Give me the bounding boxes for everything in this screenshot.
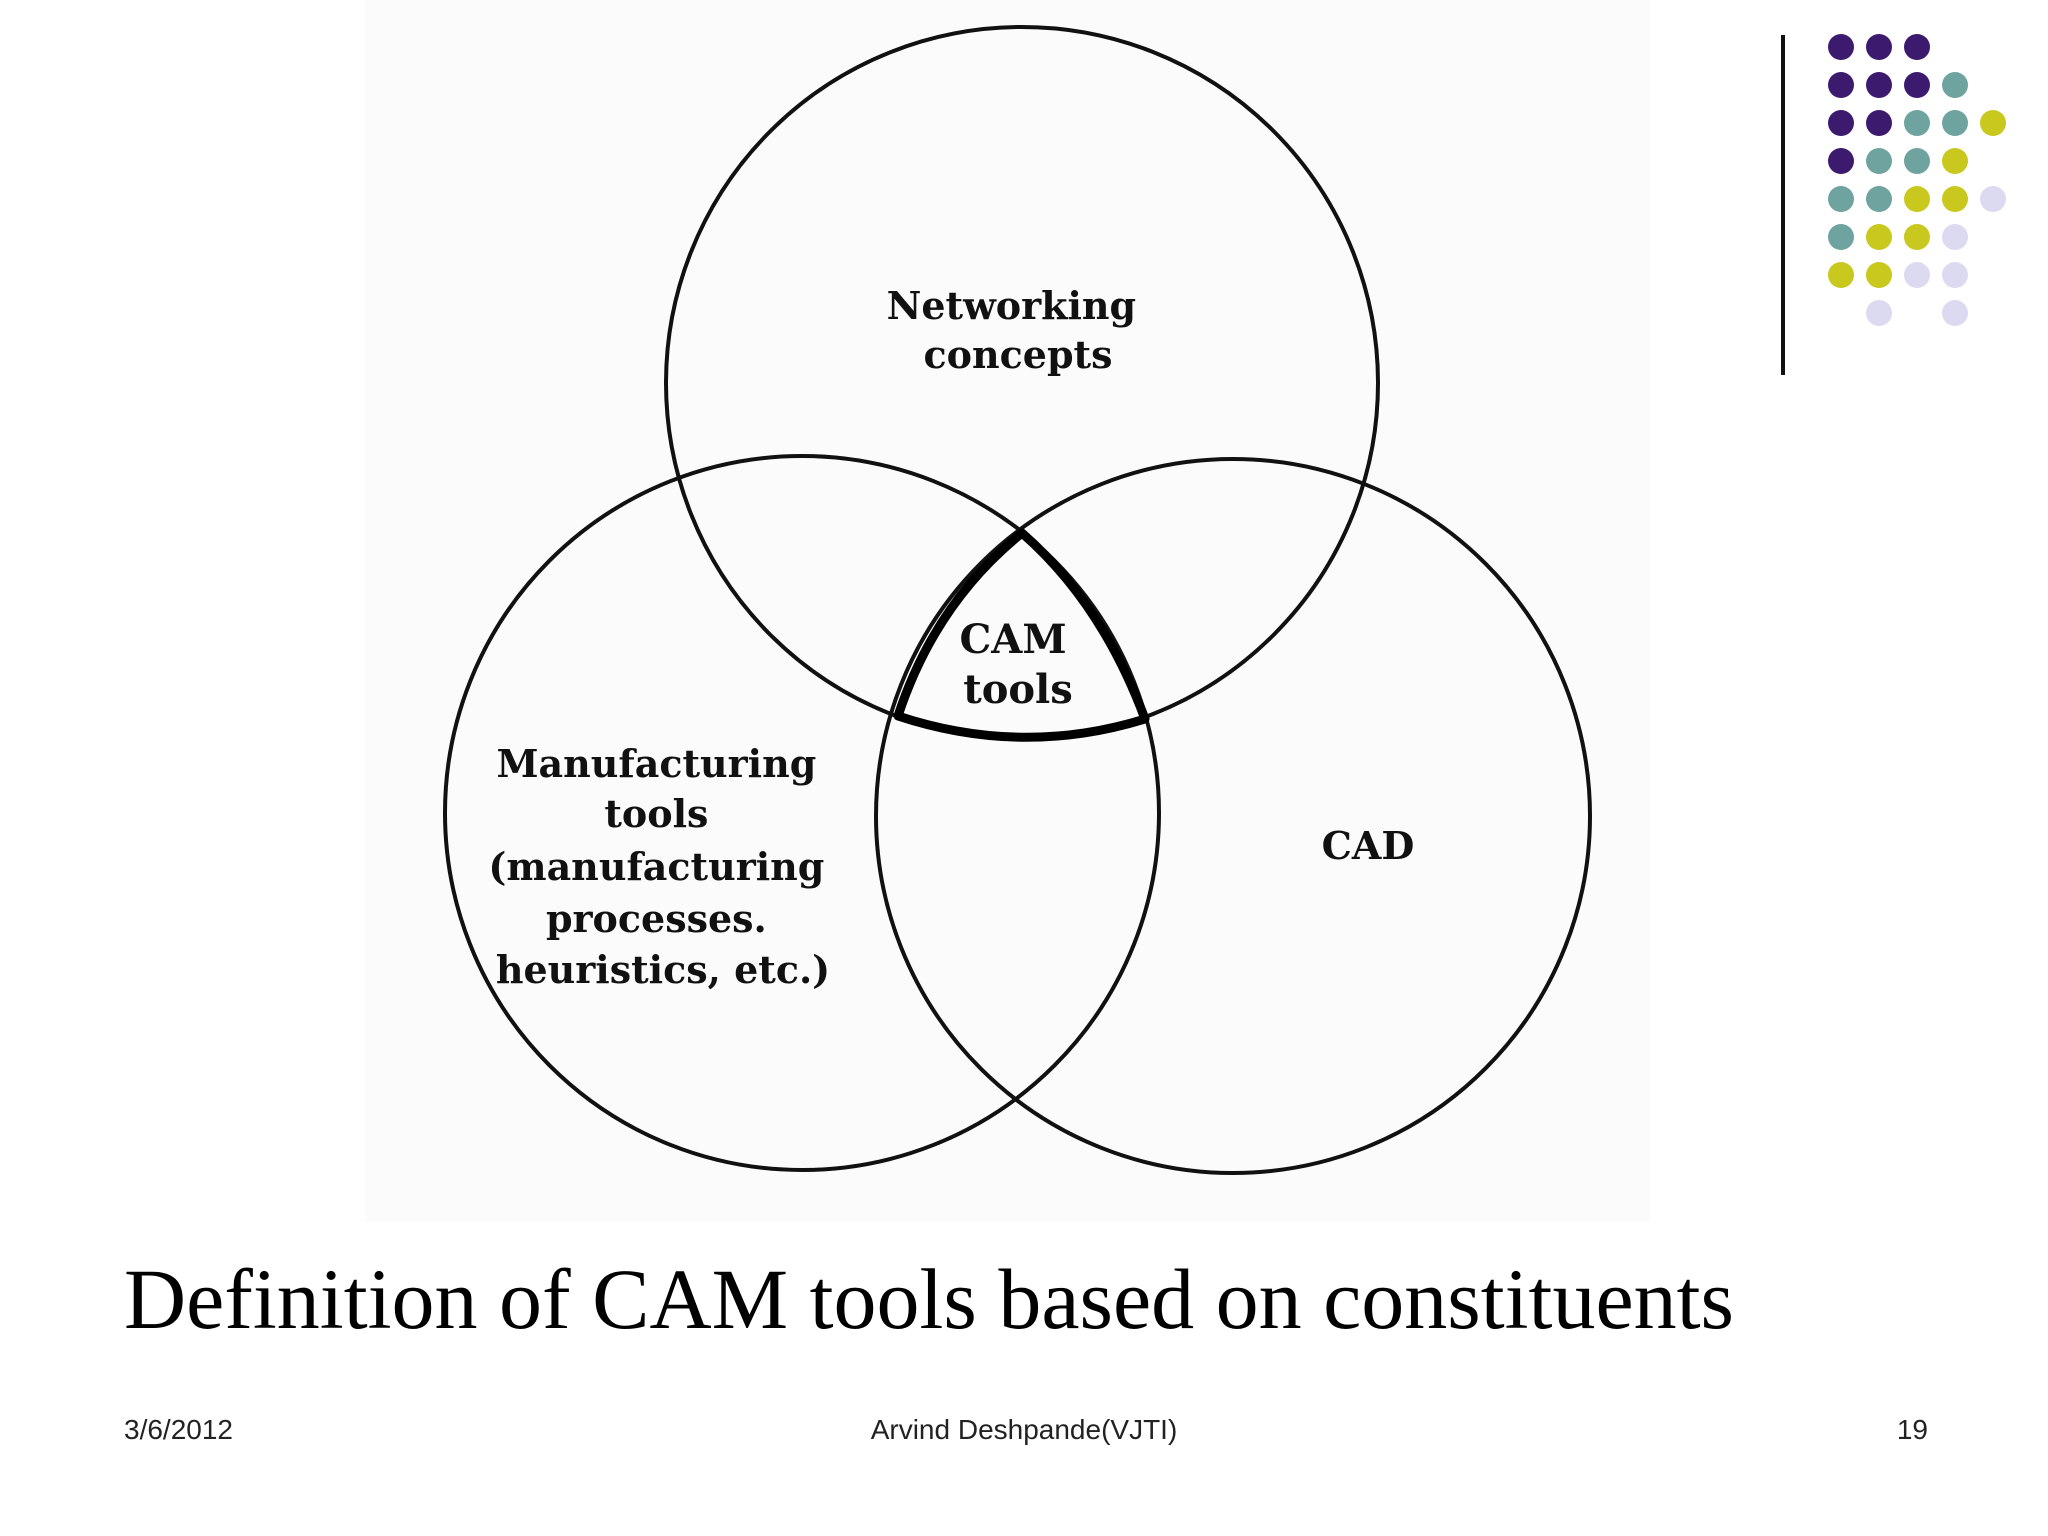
decorative-dot <box>1942 262 1968 288</box>
decorative-dot <box>1942 186 1968 212</box>
manufacturing-label-line: tools <box>604 791 708 836</box>
decorative-dot <box>1904 110 1930 136</box>
diagram-scan-background <box>365 0 1650 1222</box>
decorative-dot <box>1942 110 1968 136</box>
cam-tools-label-line: CAM <box>959 616 1066 663</box>
decorative-dot <box>1866 34 1892 60</box>
decorative-dot <box>1904 72 1930 98</box>
decorative-dot <box>1904 148 1930 174</box>
venn-diagram: Networking concepts CAM tools Manufactur… <box>443 25 1592 1175</box>
manufacturing-label-line: processes. <box>546 896 767 941</box>
cam-tools-label: CAM tools <box>959 616 1080 713</box>
cad-label: CAD <box>1322 823 1415 868</box>
decorative-dot <box>1828 34 1854 60</box>
decorative-dot <box>1904 186 1930 212</box>
networking-label-line: Networking <box>887 283 1137 328</box>
cam-tools-region-outline <box>893 528 1150 742</box>
manufacturing-circle <box>443 454 1161 1172</box>
footer-page-number: 19 <box>1896 1414 1928 1445</box>
decorative-dot <box>1942 224 1968 250</box>
decorative-dot <box>1828 72 1854 98</box>
decorative-dot <box>1866 262 1892 288</box>
decorative-dot-grid <box>1828 34 2006 326</box>
manufacturing-label-line: Manufacturing <box>496 741 816 786</box>
footer-author: Arvind Deshpande(VJTI) <box>870 1414 1178 1445</box>
decorative-dot <box>1942 148 1968 174</box>
decorative-dot <box>1828 110 1854 136</box>
networking-label: Networking concepts <box>887 283 1150 377</box>
decorative-dot <box>1828 262 1854 288</box>
decorative-dot <box>1828 148 1854 174</box>
decorative-dot <box>1942 72 1968 98</box>
decorative-dot <box>1828 224 1854 250</box>
decorative-dot <box>1866 110 1892 136</box>
slide-title: Definition of CAM tools based on constit… <box>124 1251 1734 1347</box>
decorative-dot <box>1866 148 1892 174</box>
decorative-dot <box>1980 110 2006 136</box>
decorative-dot <box>1866 72 1892 98</box>
cad-circle <box>874 457 1592 1175</box>
manufacturing-label-line: heuristics, etc.) <box>496 947 830 992</box>
manufacturing-label-line: (manufacturing <box>488 844 824 889</box>
decorative-dot <box>1942 300 1968 326</box>
decorative-dot <box>1828 186 1854 212</box>
decorative-dot <box>1866 300 1892 326</box>
decorative-dot <box>1866 224 1892 250</box>
decorative-dot <box>1904 224 1930 250</box>
decorative-dot <box>1980 186 2006 212</box>
decorative-dot <box>1904 34 1930 60</box>
networking-label-line: concepts <box>924 332 1113 377</box>
cam-tools-label-line: tools <box>963 666 1073 713</box>
footer-date: 3/6/2012 <box>124 1414 233 1445</box>
vertical-divider <box>1781 35 1785 375</box>
manufacturing-label: Manufacturing tools (manufacturing proce… <box>488 741 837 992</box>
cad-label-line: CAD <box>1322 823 1415 868</box>
decorative-dot <box>1866 186 1892 212</box>
decorative-dot <box>1904 262 1930 288</box>
